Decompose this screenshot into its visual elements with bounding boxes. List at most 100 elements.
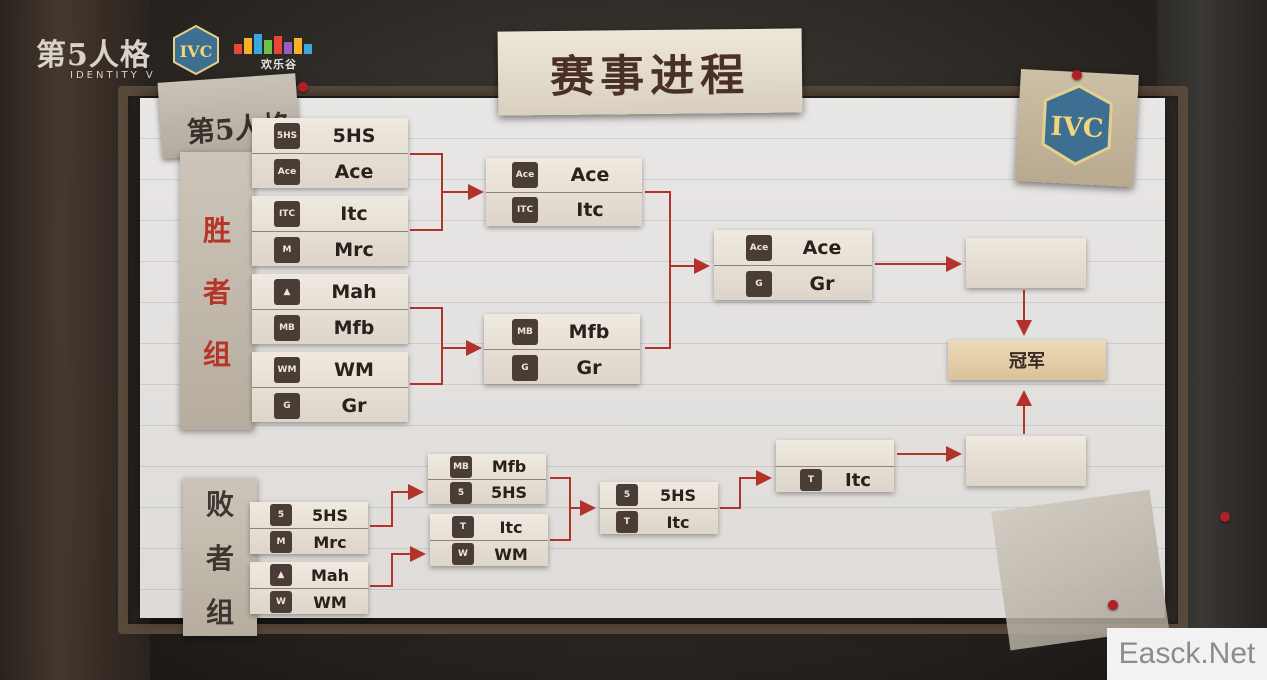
sponsor-logo-bars	[234, 34, 324, 54]
team-row: 5 5HS	[428, 479, 546, 505]
team-row: M Mrc	[252, 231, 408, 267]
team-row: T Itc	[776, 466, 894, 493]
team-row: W WM	[430, 540, 548, 567]
team-name: Mfb	[568, 320, 610, 343]
losers-label-char: 败	[205, 488, 234, 521]
team-logo-icon: Ace	[274, 158, 300, 185]
match-card: Ace Ace ITC Itc	[486, 158, 642, 226]
match-card: Ace Ace G Gr	[714, 230, 872, 300]
team-name: 5HS	[490, 483, 528, 502]
match-card: ▲ Mah MB Mfb	[252, 274, 408, 344]
team-row: 5 5HS	[600, 482, 718, 508]
team-row: MB Mfb	[484, 314, 640, 349]
pushpin-icon	[298, 82, 308, 92]
team-logo-icon: G	[274, 392, 300, 419]
svg-text:IVC: IVC	[1050, 112, 1105, 145]
team-name: WM	[313, 592, 347, 612]
team-logo-icon: 5	[270, 504, 292, 526]
team-logo-icon: G	[512, 354, 538, 381]
team-name: 5HS	[311, 505, 349, 525]
team-name: WM	[494, 544, 528, 564]
team-row: T Itc	[600, 508, 718, 535]
team-row: WM WM	[252, 352, 408, 387]
grand-final-slot-lower	[966, 436, 1086, 486]
champion-label: 冠军	[1009, 351, 1045, 372]
team-row: Ace Ace	[252, 153, 408, 189]
match-card: 5 5HS M Mrc	[250, 502, 368, 554]
match-card: 5 5HS T Itc	[600, 482, 718, 534]
ivc-emblem-card: IVC	[1015, 68, 1139, 188]
team-row: G Gr	[484, 349, 640, 385]
team-row: G Gr	[714, 265, 872, 301]
team-row: 5 5HS	[250, 502, 368, 528]
team-row: 5HS 5HS	[252, 118, 408, 153]
team-logo-icon: T	[800, 469, 822, 491]
team-logo-icon: 5	[616, 484, 638, 506]
winners-label-char: 胜	[202, 214, 231, 247]
team-logo-icon: M	[270, 531, 292, 553]
team-name: 5HS	[332, 124, 376, 147]
identity-v-logo: 第5人格 IDENTITY V	[36, 30, 156, 86]
game-name: 第5人格	[36, 38, 151, 73]
pushpin-icon	[1108, 600, 1118, 610]
match-card: ITC Itc M Mrc	[252, 196, 408, 266]
winners-label-char: 组	[202, 338, 231, 371]
game-subtitle: IDENTITY V	[70, 70, 156, 81]
team-logo-icon: Ace	[746, 234, 772, 261]
team-row: W WM	[250, 588, 368, 615]
team-name: Gr	[809, 272, 835, 295]
team-name: Ace	[802, 236, 842, 259]
match-card: WM WM G Gr	[252, 352, 408, 422]
match-card: T Itc W WM	[430, 514, 548, 566]
team-name: Mfb	[333, 316, 375, 339]
watermark: Easck.Net	[1107, 628, 1267, 680]
team-logo-icon: MB	[512, 318, 538, 345]
match-card: MB Mfb G Gr	[484, 314, 640, 384]
team-logo-icon: WM	[274, 356, 300, 383]
team-row: M Mrc	[250, 528, 368, 555]
team-row: Ace Ace	[486, 158, 642, 192]
team-logo-icon: ▲	[274, 278, 300, 305]
team-row: ▲ Mah	[250, 562, 368, 588]
team-name: Itc	[340, 202, 368, 225]
team-row: Ace Ace	[714, 230, 872, 265]
team-row: ITC Itc	[252, 196, 408, 231]
team-row: MB Mfb	[252, 309, 408, 345]
winners-label-char: 者	[202, 276, 231, 309]
team-name: Itc	[666, 512, 690, 532]
team-logo-icon: 5HS	[274, 122, 300, 149]
team-name: Mfb	[491, 457, 527, 476]
team-logo-icon: M	[274, 236, 300, 263]
team-row: ▲ Mah	[252, 274, 408, 309]
team-logo-icon: MB	[274, 314, 300, 341]
team-logo-icon: G	[746, 270, 772, 297]
champion-box: 冠军	[948, 340, 1106, 380]
match-card: 5HS 5HS Ace Ace	[252, 118, 408, 188]
losers-label-char: 者	[205, 542, 234, 575]
team-name: Ace	[334, 160, 374, 183]
team-logo-icon: T	[616, 511, 638, 533]
team-logo-icon: ITC	[274, 200, 300, 227]
team-name: Mrc	[313, 532, 347, 552]
sponsor-logo: 欢乐谷	[234, 34, 324, 74]
match-card: MB Mfb 5 5HS	[428, 454, 546, 504]
team-row: T Itc	[430, 514, 548, 540]
sponsor-name: 欢乐谷	[261, 58, 297, 71]
team-logo-icon: W	[270, 591, 292, 613]
pushpin-icon	[1072, 70, 1082, 80]
team-row: ITC Itc	[486, 192, 642, 227]
team-logo-icon: T	[452, 516, 474, 538]
team-name: Itc	[499, 517, 523, 537]
team-name: Mah	[310, 565, 350, 585]
match-card: T Itc	[776, 440, 894, 492]
team-logo-icon: ▲	[270, 564, 292, 586]
team-name: Mah	[331, 280, 377, 303]
grand-final-slot-upper	[966, 238, 1086, 288]
team-name: Gr	[341, 394, 367, 417]
team-name: WM	[334, 358, 374, 381]
team-name: Itc	[845, 469, 871, 491]
team-row: G Gr	[252, 387, 408, 423]
team-row: MB Mfb	[428, 454, 546, 479]
team-logo-icon: MB	[450, 455, 472, 478]
